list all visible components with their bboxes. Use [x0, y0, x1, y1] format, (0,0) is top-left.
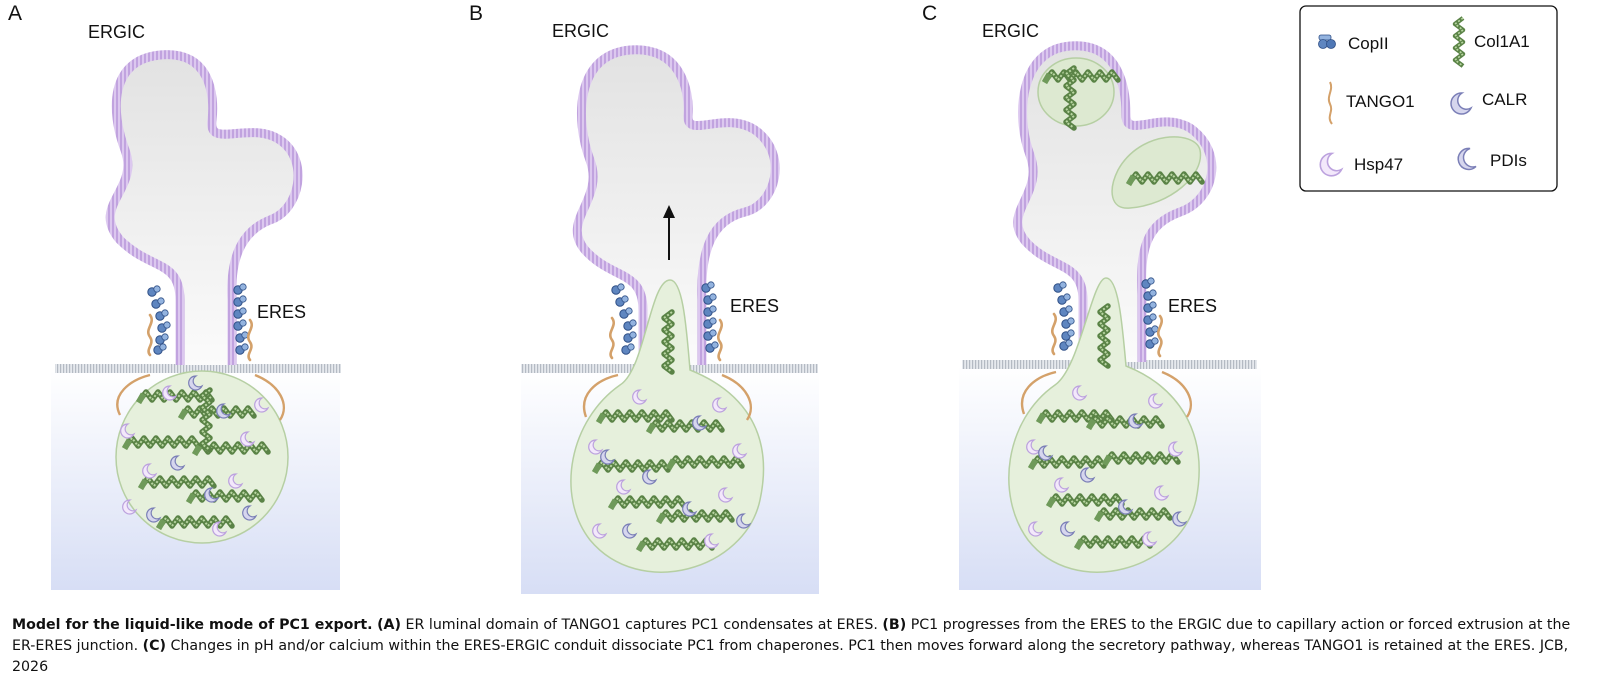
panel-letter-c: C: [922, 2, 937, 25]
ergic-membrane: [105, 50, 303, 365]
caption-text-c: Changes in pH and/or calcium within the …: [12, 638, 1569, 675]
calr-icon: [1450, 92, 1473, 115]
panel-b: B ERGIC ERES: [469, 2, 819, 594]
legend-label-tango1: TANGO1: [1346, 92, 1415, 111]
eres-label-c: ERES: [1168, 296, 1217, 316]
figure-caption: Model for the liquid-like mode of PC1 ex…: [12, 615, 1592, 678]
copii-icon: [1318, 34, 1336, 49]
panel-c: C ERGIC ERES: [922, 2, 1261, 590]
legend-label-copii: CopII: [1348, 34, 1389, 53]
ergic-label-a: ERGIC: [88, 22, 145, 42]
caption-tag-c: (C): [142, 638, 166, 654]
caption-title: Model for the liquid-like mode of PC1 ex…: [12, 617, 373, 633]
hsp47-icon: [1319, 152, 1344, 177]
legend-box: [1299, 5, 1558, 192]
panel-a: A ERGIC ERES: [8, 2, 341, 590]
eres-label-a: ERES: [257, 302, 306, 322]
caption-text-a: ER luminal domain of TANGO1 captures PC1…: [405, 617, 878, 633]
ergic-label-c: ERGIC: [982, 21, 1039, 41]
caption-text-b: PC1 progresses from the ERES to the ERGI…: [12, 617, 1571, 654]
pdi-icon: [1457, 147, 1477, 171]
forward-arrow-icon: [663, 205, 675, 260]
ergic-label-b: ERGIC: [552, 21, 609, 41]
legend: CopII Col1A1 TANGO1 CALR Hsp47 PDIs: [1299, 5, 1558, 192]
caption-tag-b: (B): [882, 617, 907, 633]
legend-label-calr: CALR: [1482, 90, 1527, 109]
caption-tag-a: (A): [377, 617, 402, 633]
legend-label-pdis: PDIs: [1490, 151, 1527, 170]
legend-label-col1a1: Col1A1: [1474, 32, 1530, 51]
panel-letter-b: B: [469, 2, 483, 25]
legend-label-hsp47: Hsp47: [1354, 155, 1403, 174]
col1a1-icon: [1452, 16, 1466, 68]
tango1-icon: [1327, 81, 1333, 125]
panel-letter-a: A: [8, 2, 22, 25]
ergic-membrane: [572, 45, 780, 365]
eres-label-b: ERES: [730, 296, 779, 316]
er-membrane-bar: [55, 364, 341, 373]
